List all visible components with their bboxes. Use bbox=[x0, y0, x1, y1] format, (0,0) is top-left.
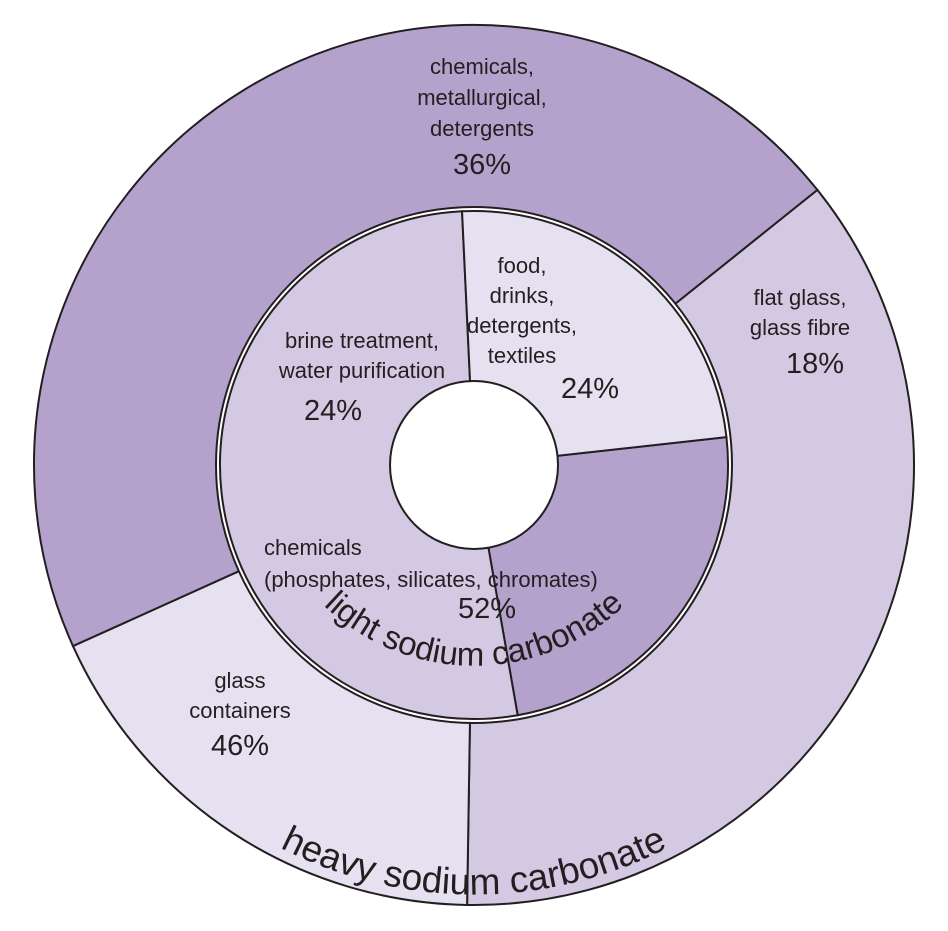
label-line: drinks, bbox=[490, 283, 555, 308]
label-line: glass fibre bbox=[750, 315, 850, 340]
center-hole bbox=[389, 380, 559, 550]
label-line: textiles bbox=[488, 343, 556, 368]
label-line: metallurgical, bbox=[417, 85, 547, 110]
label-line: brine treatment, bbox=[285, 328, 439, 353]
inner-slice-2-label: brine treatment, water purification bbox=[278, 328, 445, 383]
outer-slice-1-value: 18% bbox=[786, 348, 844, 380]
label-line: detergents, bbox=[467, 313, 577, 338]
outer-slice-0-label: chemicals, metallurgical, detergents bbox=[417, 54, 547, 141]
inner-slice-1-label: chemicals (phosphates, silicates, chromat… bbox=[264, 535, 598, 592]
label-line: (phosphates, silicates, chromates) bbox=[264, 567, 598, 592]
label-line: chemicals, bbox=[430, 54, 534, 79]
label-line: chemicals bbox=[264, 535, 362, 560]
outer-slice-2-value: 46% bbox=[211, 730, 269, 762]
inner-slice-2-value: 24% bbox=[304, 395, 362, 427]
outer-slice-2-label: glass containers bbox=[189, 668, 291, 723]
label-line: flat glass, bbox=[754, 285, 847, 310]
inner-slice-1 bbox=[219, 210, 519, 720]
label-line: food, bbox=[498, 253, 547, 278]
inner-slice-0-label: food, drinks, detergents, textiles bbox=[467, 253, 577, 368]
label-line: glass bbox=[214, 668, 265, 693]
inner-slice-0-value: 24% bbox=[561, 373, 619, 405]
outer-slice-0-value: 36% bbox=[453, 149, 511, 181]
label-line: water purification bbox=[278, 358, 445, 383]
label-line: containers bbox=[189, 698, 291, 723]
inner-slice-1-value: 52% bbox=[458, 593, 516, 625]
label-line: detergents bbox=[430, 116, 534, 141]
outer-slice-1-label: flat glass, glass fibre bbox=[750, 285, 850, 340]
